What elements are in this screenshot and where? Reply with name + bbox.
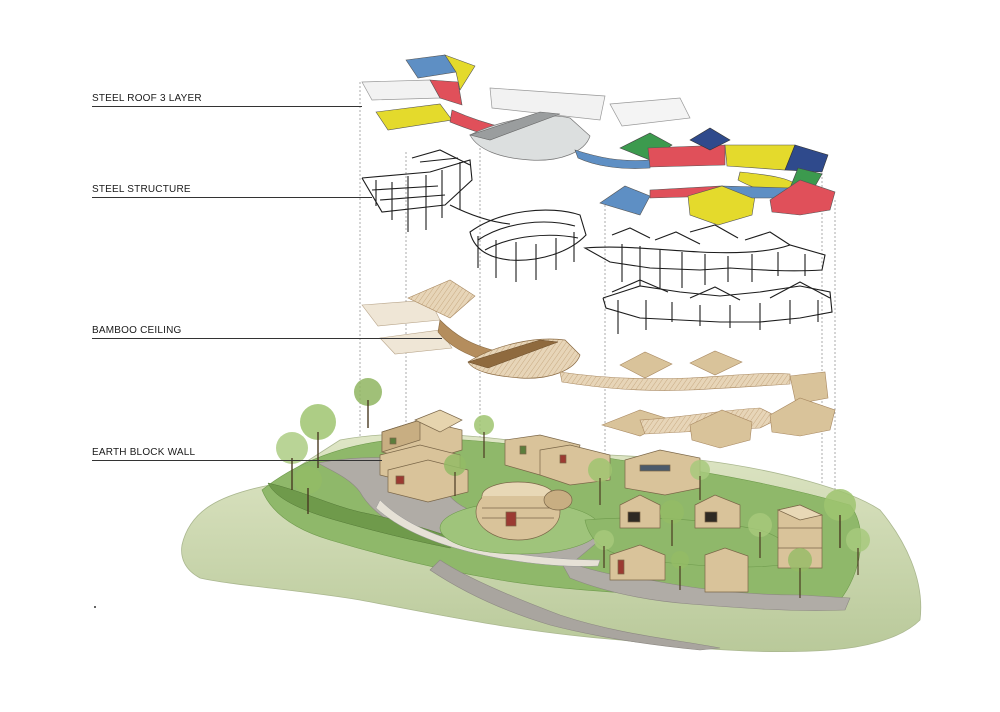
tree-icon (671, 551, 689, 590)
steel-structure-layer (361, 149, 833, 334)
tree-icon (354, 378, 382, 428)
tree-icon (276, 432, 308, 490)
tree-icon (660, 500, 684, 546)
tree-icon (444, 454, 466, 496)
leader-line-ceiling (92, 338, 442, 339)
label-steel-roof: STEEL ROOF 3 LAYER (92, 93, 202, 104)
leader-line-wall (92, 460, 382, 461)
tree-icon (294, 466, 322, 514)
leader-line-roof (92, 106, 362, 107)
tree-icon (690, 460, 710, 500)
tree-icon (300, 404, 336, 468)
label-earth-block-wall: EARTH BLOCK WALL (92, 447, 196, 458)
label-bamboo-ceiling: BAMBOO CEILING (92, 325, 182, 336)
tree-icon (474, 415, 494, 458)
earth-block-buildings (379, 409, 824, 593)
tree-icon (594, 530, 614, 568)
tree-icon (748, 513, 772, 558)
steel-roof-layer (361, 54, 836, 226)
bamboo-ceiling-layer (361, 279, 836, 449)
label-steel-structure: STEEL STRUCTURE (92, 184, 191, 195)
stray-mark (94, 606, 96, 608)
leader-line-structure (92, 197, 372, 198)
tree-icon (846, 528, 870, 575)
site-trees (276, 378, 870, 598)
tree-icon (824, 489, 856, 548)
tree-icon (788, 548, 812, 598)
tree-icon (588, 458, 612, 505)
